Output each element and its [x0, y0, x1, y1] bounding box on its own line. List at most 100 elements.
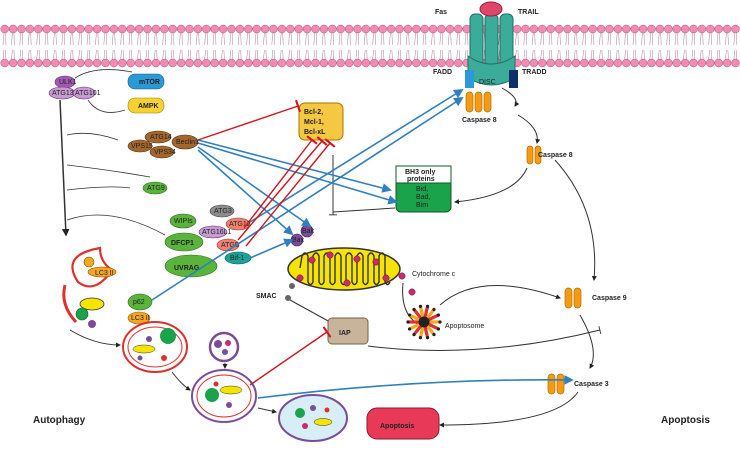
- lipid-head: [731, 58, 740, 68]
- lipid-head: [596, 58, 606, 68]
- death-receptor: [465, 1, 518, 88]
- lipid-head: [218, 58, 228, 68]
- lipid-head: [403, 58, 413, 68]
- lipid-head: [588, 58, 597, 68]
- apoptosome-bead: [412, 307, 416, 312]
- lipid-head: [370, 58, 379, 68]
- lipid-head: [252, 24, 261, 34]
- apoptosome-spoke: [418, 325, 425, 340]
- p62-label: p62: [133, 299, 145, 306]
- apoptosome-spoke: [412, 324, 423, 337]
- lipid-head: [277, 58, 287, 68]
- caspase-subunit: [573, 287, 582, 309]
- lipid-head: [84, 24, 93, 34]
- lipid-head: [664, 58, 673, 68]
- inhibition-lines: [197, 99, 336, 386]
- cytochrome-c-dot: [326, 251, 334, 259]
- lipid-head: [118, 24, 127, 34]
- atg101-label: ATG101: [75, 90, 101, 97]
- lipid-head: [454, 24, 463, 34]
- apoptosome-bead: [425, 335, 430, 340]
- bad-label: Bad,: [416, 194, 430, 201]
- fadd-label: FADD: [433, 69, 452, 76]
- cytochrome-c-dot: [372, 258, 380, 266]
- apoptosome-bead: [406, 320, 410, 324]
- apoptosome-icon: [406, 304, 442, 340]
- lipid-head: [605, 58, 614, 68]
- lipid-head: [521, 58, 530, 68]
- lipid-head: [59, 58, 68, 68]
- lipid-head: [218, 24, 228, 34]
- lipid-head: [50, 58, 60, 68]
- lipid-head: [412, 24, 421, 34]
- caspase-subunit: [465, 91, 474, 113]
- lipid-head: [605, 24, 614, 34]
- ulk-complex: [48, 75, 96, 100]
- mtor-node: [127, 73, 165, 90]
- cytochrome-c-dot: [353, 255, 361, 263]
- atg16l1-label: ATG16L1: [202, 229, 232, 236]
- lipid-head: [428, 24, 438, 34]
- lipid-head: [353, 58, 362, 68]
- lipid-head: [428, 58, 438, 68]
- apoptosome-core: [418, 316, 430, 328]
- apoptosis-outcome-box: [366, 407, 440, 440]
- pi3k-complex: [127, 130, 199, 159]
- lipid-head: [336, 58, 345, 68]
- bax-label: Bax: [292, 237, 305, 244]
- uvrag-node: [164, 254, 218, 278]
- lipid-head: [689, 24, 698, 34]
- lipid-head: [134, 24, 144, 34]
- lipid-head: [554, 24, 564, 34]
- lipid-head: [59, 24, 68, 34]
- fas-label: Fas: [435, 9, 447, 16]
- caspase-subunit: [547, 373, 556, 395]
- apoptosome-bead: [425, 304, 430, 309]
- lipid-head: [235, 24, 245, 34]
- trail-label: TRAIL: [518, 9, 539, 16]
- wipis-node: [169, 213, 197, 229]
- lipid-head: [588, 24, 597, 34]
- apoptosome-spoke: [425, 307, 436, 320]
- bim-label: Bim: [416, 202, 428, 209]
- degradation-vesicle: [278, 394, 348, 442]
- lipid-head: [8, 58, 18, 68]
- lipid-head: [109, 58, 119, 68]
- dfcp1-node: [164, 232, 204, 252]
- autophagosome: [122, 321, 188, 373]
- lipid-head: [42, 58, 51, 68]
- lipid-head: [210, 24, 219, 34]
- lipid-head: [84, 58, 93, 68]
- apoptosome-bead: [418, 304, 423, 309]
- lipid-head: [126, 58, 135, 68]
- lipid-head: [260, 24, 270, 34]
- lipid-head: [680, 58, 690, 68]
- lipid-head: [722, 24, 732, 34]
- apoptosome-spoke: [407, 313, 422, 322]
- vps15-label: VPS15: [131, 143, 153, 150]
- lipid-head: [160, 58, 169, 68]
- apoptosome-bead: [418, 335, 423, 340]
- apoptosome-bead: [412, 332, 416, 337]
- lipid-head: [622, 58, 631, 68]
- activation-arrows: [151, 88, 574, 399]
- lipid-head: [328, 24, 337, 34]
- apoptosome-spoke: [418, 304, 425, 319]
- lipid-head: [622, 24, 631, 34]
- lipid-head: [50, 24, 60, 34]
- apoptosis-outcome-label: Apoptosis: [380, 423, 414, 430]
- lipid-head: [370, 24, 379, 34]
- phagophore: [71, 246, 117, 288]
- atg5-label: ATG5: [221, 242, 239, 249]
- lipid-head: [151, 24, 161, 34]
- ampk-node: [127, 97, 165, 114]
- membrane-fragment: [62, 284, 105, 328]
- cell-membrane: [0, 24, 740, 68]
- lipid-head: [672, 58, 681, 68]
- lipid-head: [697, 58, 707, 68]
- lipid-head: [714, 58, 723, 68]
- lipid-head: [554, 58, 564, 68]
- lipid-head: [151, 58, 161, 68]
- lipid-head: [101, 58, 110, 68]
- apoptosome-bead: [436, 327, 441, 331]
